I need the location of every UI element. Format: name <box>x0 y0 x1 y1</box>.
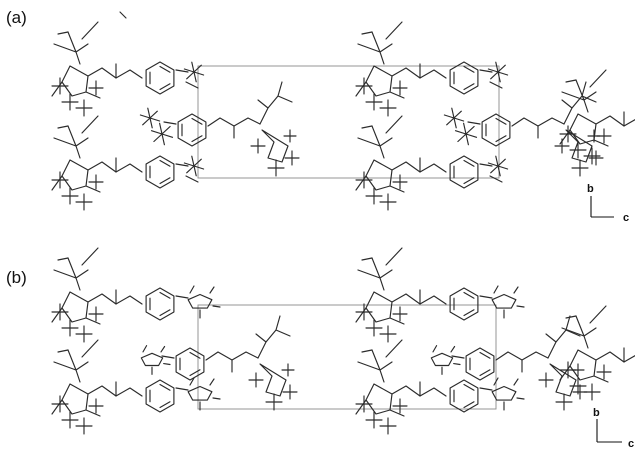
axis-label-c-a: c <box>623 212 629 224</box>
panel-a-label: (a) <box>6 8 27 27</box>
molecules-b <box>51 247 635 435</box>
molecule <box>51 339 221 435</box>
molecule <box>51 21 205 117</box>
axis-indicator-a: b c <box>587 183 629 224</box>
panel-b-label: (b) <box>6 268 27 287</box>
axis-label-b-a: b <box>587 183 594 195</box>
molecule <box>559 69 635 165</box>
molecule <box>559 305 635 401</box>
panel-b: (b) b c <box>6 247 635 450</box>
molecule <box>355 21 509 117</box>
molecules-a <box>51 11 635 211</box>
axis-indicator-b: b c <box>593 407 634 450</box>
molecule <box>355 115 509 211</box>
molecule <box>139 81 300 177</box>
molecule <box>355 247 525 343</box>
molecule <box>140 315 298 411</box>
molecule <box>430 315 588 411</box>
axis-label-b-b: b <box>593 407 600 419</box>
axis-label-c-b: c <box>628 438 634 450</box>
molecule <box>51 115 205 211</box>
molecule <box>355 339 525 435</box>
panel-a: (a) b c <box>6 8 635 224</box>
molecule <box>51 247 221 343</box>
molecule <box>443 81 604 177</box>
